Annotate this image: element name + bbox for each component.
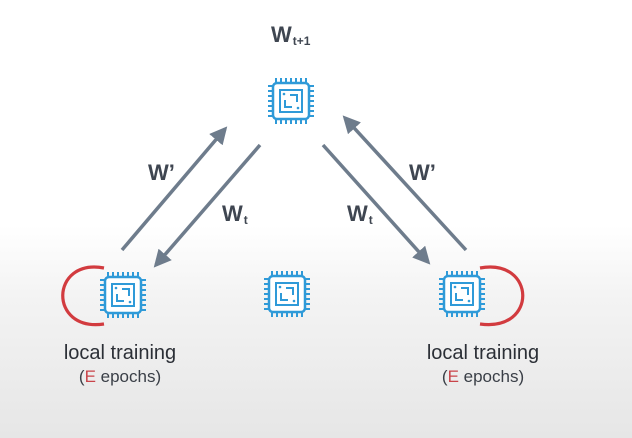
chip-icon bbox=[98, 270, 148, 320]
global-model-label-main: W bbox=[271, 22, 292, 47]
right-epochs-text: (E epochs) bbox=[441, 367, 525, 386]
loop-arrow-icon bbox=[479, 265, 525, 327]
loop-arrow-icon bbox=[61, 265, 105, 327]
chip-icon bbox=[266, 76, 316, 126]
left-client-caption: local training (E epochs) bbox=[20, 341, 220, 389]
left-caption-text: local training bbox=[63, 342, 177, 364]
global-model-label: Wt+1 bbox=[271, 22, 310, 48]
arrow-left-download bbox=[153, 143, 262, 268]
arrow-left-upload bbox=[120, 126, 228, 252]
right-client-caption: local training (E epochs) bbox=[383, 341, 583, 389]
global-model-label-sub: t+1 bbox=[292, 34, 311, 48]
download-label-left: Wt bbox=[222, 201, 248, 227]
right-caption-text: local training bbox=[426, 342, 540, 364]
download-label-right: Wt bbox=[347, 201, 373, 227]
chip-icon bbox=[262, 269, 312, 319]
chip-icon bbox=[437, 269, 487, 319]
arrow-right-download bbox=[321, 143, 431, 265]
upload-label-right: W’ bbox=[409, 160, 436, 185]
left-epochs-text: (E epochs) bbox=[78, 367, 162, 386]
upload-label-left: W’ bbox=[148, 160, 175, 185]
arrow-right-upload bbox=[342, 115, 468, 252]
